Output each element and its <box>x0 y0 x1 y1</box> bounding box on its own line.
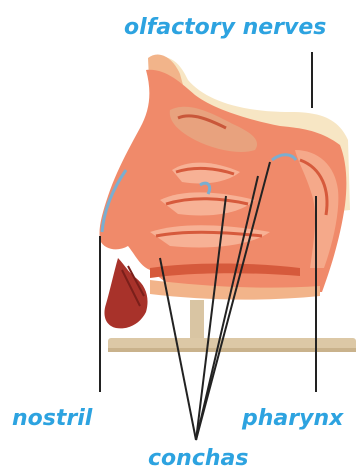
olfactory-nerves-label: olfactory nerves <box>124 17 326 39</box>
conchas-label: conchas <box>148 448 248 470</box>
nostril-label: nostril <box>12 408 92 430</box>
pharynx-label: pharynx <box>242 408 343 430</box>
